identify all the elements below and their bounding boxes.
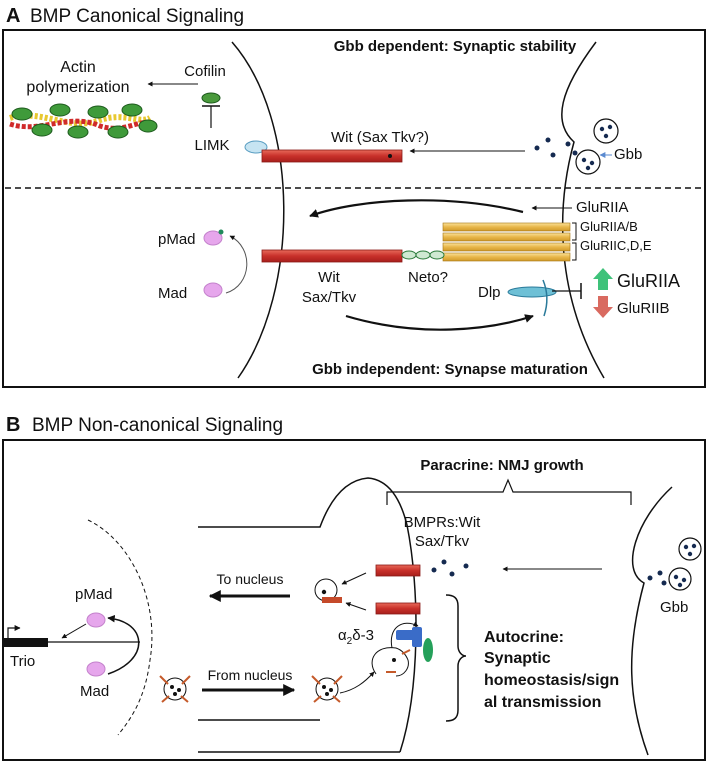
postsynaptic-membrane-a xyxy=(561,41,605,379)
trio-gene-block xyxy=(4,638,48,647)
gbb-vesicle-b2 xyxy=(668,567,692,591)
panel-a-frame xyxy=(2,29,706,388)
pmad-icon-b xyxy=(86,612,106,628)
actin-label: Actin xyxy=(60,59,96,76)
bmpr-receptor-upper xyxy=(375,564,421,577)
bound-gbb-dot xyxy=(388,154,392,158)
limk-label: LIMK xyxy=(194,137,229,154)
mad-label-a: Mad xyxy=(158,285,187,302)
mad-label-b: Mad xyxy=(80,683,109,700)
cofilin-icon xyxy=(201,92,221,104)
autocrine-line1: Autocrine: xyxy=(484,629,564,646)
panel-b-title: BMP Non-canonical Signaling xyxy=(32,415,283,436)
actin-filament-icon xyxy=(9,103,158,139)
neto-label: Neto? xyxy=(408,269,448,286)
internalized-receptor xyxy=(322,597,342,603)
paracrine-bracket xyxy=(386,478,632,505)
pmad-label-a: pMad xyxy=(158,231,196,248)
glu-to-presynapse-arrow xyxy=(309,199,524,218)
panel-a-letter: A xyxy=(6,5,20,27)
gbb-release-dots xyxy=(534,137,578,158)
presynaptic-membrane-a xyxy=(231,41,285,379)
trio-label: Trio xyxy=(10,653,35,670)
gluriib-down-label: GluRIIB xyxy=(617,300,670,317)
gbb-independent-heading: Gbb independent: Synapse maturation xyxy=(312,361,588,378)
presynaptic-terminal-outline xyxy=(198,477,417,753)
gbb-vesicle-a1 xyxy=(593,118,619,144)
gbb-dependent-heading: Gbb dependent: Synaptic stability xyxy=(334,38,577,55)
polymerization-label: polymerization xyxy=(26,79,129,96)
cofilin-label: Cofilin xyxy=(184,63,226,80)
postsynaptic-membrane-b xyxy=(630,486,673,756)
pmad-label-b: pMad xyxy=(75,586,113,603)
from-nucleus-label: From nucleus xyxy=(208,667,293,683)
receptor-internalization-arrow-2 xyxy=(345,602,367,611)
gluriib-down-arrow-icon xyxy=(593,296,613,318)
receptor-internalization-arrow xyxy=(341,572,367,585)
dlp-label: Dlp xyxy=(478,284,501,301)
gluriia-up-label: GluRIIA xyxy=(617,271,680,291)
pmad-to-trio-arrow xyxy=(61,623,87,639)
panel-b-letter: B xyxy=(6,414,20,436)
to-nucleus-label: To nucleus xyxy=(217,571,284,587)
pmad-icon-a xyxy=(203,230,223,246)
panel-a-title: BMP Canonical Signaling xyxy=(30,6,244,27)
glutamate-receptor-stack xyxy=(442,222,571,262)
a2d3-vesicle-right xyxy=(311,675,343,703)
gluriia-label-top: GluRIIA xyxy=(576,199,629,216)
phospho-group-icon xyxy=(218,229,224,235)
autocrine-line3: homeostasis/sign xyxy=(484,672,619,689)
receptor-to-dlp-arrow xyxy=(345,314,534,331)
vesicle-delivery-arrow xyxy=(339,671,375,694)
neto-icon xyxy=(401,250,445,260)
recycling-arrow xyxy=(390,621,419,649)
mad-phosphorylation-arrow xyxy=(225,235,248,294)
alpha2delta3-partner-icon xyxy=(423,638,433,662)
alpha2delta3-label: α2δ-3 xyxy=(338,627,374,647)
wit-receptor-bar-bottom xyxy=(261,249,403,263)
limk-icon xyxy=(244,140,268,154)
alpha2delta3-icon xyxy=(396,627,422,647)
transcription-start-icon xyxy=(7,625,21,642)
gluriia-up-arrow-icon xyxy=(593,268,613,290)
nucleus-boundary xyxy=(87,519,153,736)
sax-tkv-label-a: Sax/Tkv xyxy=(302,289,357,306)
autocrine-line2: Synaptic xyxy=(484,650,551,667)
bmpr-receptor-lower xyxy=(375,602,421,615)
gluriia-b-label: GluRIIA/B xyxy=(580,219,638,234)
dlp-anchor xyxy=(542,279,548,317)
gbb-label-b: Gbb xyxy=(660,599,688,616)
bmprs-label: BMPRs:Wit xyxy=(404,514,481,531)
gbb-vesicle-b1 xyxy=(678,537,702,561)
gluriic-bracket xyxy=(572,242,577,261)
gbb-label-a: Gbb xyxy=(614,146,642,163)
sax-tkv-label-b: Sax/Tkv xyxy=(415,533,470,550)
gbb-vesicle-a2 xyxy=(575,149,601,175)
autocrine-bracket xyxy=(445,594,467,722)
gluriic-label: GluRIIC,D,E xyxy=(580,238,652,253)
receptor-top-label: Wit (Sax Tkv?) xyxy=(331,129,429,146)
wit-label: Wit xyxy=(318,269,340,286)
paracrine-label: Paracrine: NMJ growth xyxy=(420,457,583,474)
mad-icon-a xyxy=(203,282,223,298)
wit-receptor-bar-top xyxy=(261,149,403,163)
free-gbb-dots xyxy=(431,559,469,577)
mad-icon-b xyxy=(86,661,106,677)
panel-b-frame xyxy=(2,439,706,761)
a2d3-vesicle-left xyxy=(159,675,191,703)
gluriia-b-bracket xyxy=(572,222,577,241)
dlp-icon xyxy=(507,286,557,298)
autocrine-line4: al transmission xyxy=(484,694,601,711)
mad-activation-arrow-b xyxy=(107,614,140,675)
